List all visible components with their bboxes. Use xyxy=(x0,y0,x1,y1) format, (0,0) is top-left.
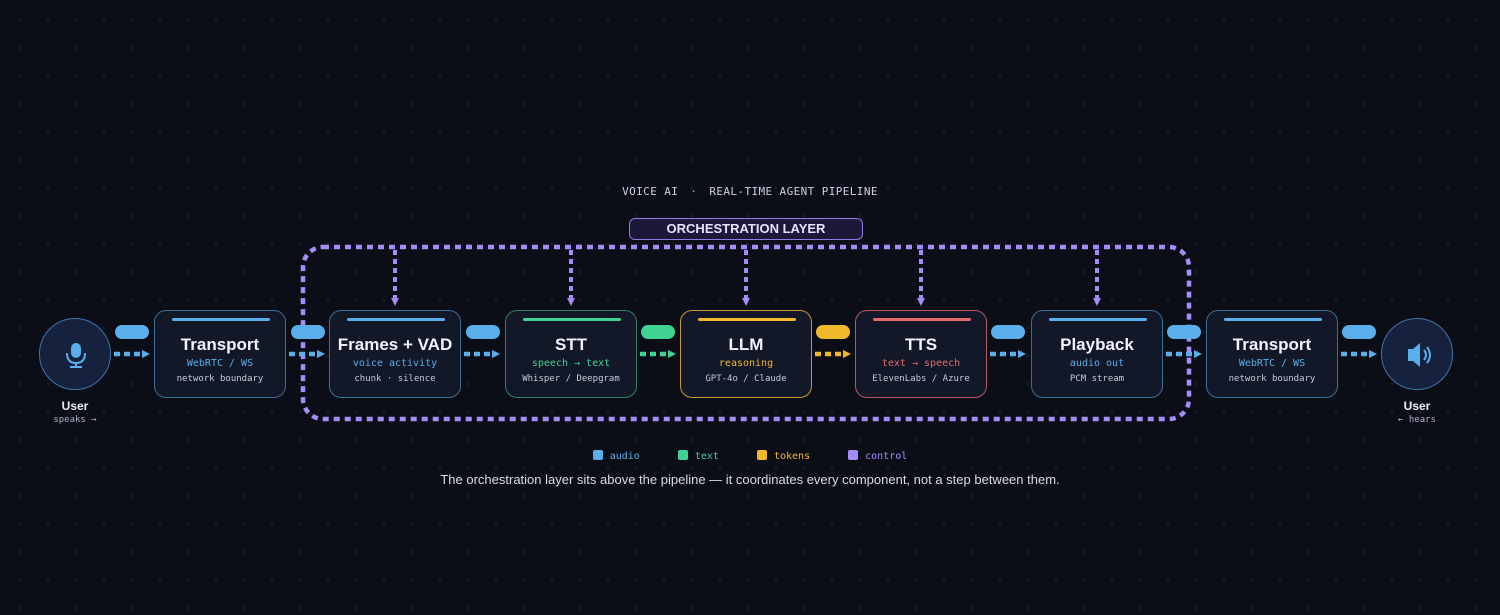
node-subtitle: WebRTC / WS xyxy=(1238,358,1306,369)
diagram-header: VOICE AI · REAL-TIME AGENT PIPELINE xyxy=(0,185,1500,198)
node-detail: PCM stream xyxy=(1069,374,1125,384)
connector-pill-audio xyxy=(115,325,149,339)
node-transport-out: Transport WebRTC / WS network boundary xyxy=(1206,310,1338,398)
user-right-sub: ← hears xyxy=(1398,415,1436,425)
legend-item-tokens: tokens xyxy=(756,450,811,462)
user-right-label: User xyxy=(1403,399,1431,413)
connector-pill-audio xyxy=(291,325,325,339)
legend-label: tokens xyxy=(773,451,811,462)
connector-pill-audio xyxy=(1167,325,1201,339)
user-right-circle xyxy=(1381,318,1453,390)
node-llm: LLM reasoning GPT-4o / Claude xyxy=(680,310,812,398)
node-detail: ElevenLabs / Azure xyxy=(872,374,970,384)
node-accent-bar xyxy=(1224,318,1322,321)
node-accent-bar xyxy=(347,318,445,321)
legend-swatch xyxy=(756,450,767,460)
node-detail: GPT-4o / Claude xyxy=(705,374,787,384)
user-left-sub: speaks → xyxy=(53,415,97,425)
node-title: Transport xyxy=(1232,335,1312,354)
node-accent-bar xyxy=(873,318,971,321)
connector-pill-text xyxy=(641,325,675,339)
legend-item-control: control xyxy=(848,450,907,462)
legend-swatch xyxy=(848,450,859,460)
connector-pill-audio xyxy=(1342,325,1376,339)
node-subtitle: reasoning xyxy=(718,358,774,369)
caption: The orchestration layer sits above the p… xyxy=(440,472,1060,487)
node-transport-in: Transport WebRTC / WS network boundary xyxy=(154,310,286,398)
node-title: Playback xyxy=(1060,335,1134,354)
node-stt: STT speech → text Whisper / Deepgram xyxy=(505,310,637,398)
node-title: STT xyxy=(554,335,588,354)
legend-swatch xyxy=(677,450,688,460)
header-separator: · xyxy=(690,185,698,198)
node-subtitle: speech → text xyxy=(531,358,611,369)
node-title: LLM xyxy=(728,335,764,354)
header-right: REAL-TIME AGENT PIPELINE xyxy=(709,185,878,198)
node-title: Transport xyxy=(180,335,260,354)
node-detail: Whisper / Deepgram xyxy=(522,374,620,384)
legend-label: audio xyxy=(609,451,640,462)
node-accent-bar xyxy=(698,318,796,321)
legend: audio text tokens control xyxy=(0,450,1500,462)
orchestration-layer-label: ORCHESTRATION LAYER xyxy=(629,218,863,240)
node-detail: network boundary xyxy=(176,374,264,384)
node-accent-bar xyxy=(523,318,621,321)
node-detail: chunk · silence xyxy=(354,374,436,384)
legend-item-text: text xyxy=(677,450,719,462)
user-left-circle xyxy=(39,318,111,390)
header-left: VOICE AI xyxy=(622,185,679,198)
node-subtitle: voice activity xyxy=(352,358,438,369)
node-accent-bar xyxy=(172,318,270,321)
connector-pill-audio xyxy=(466,325,500,339)
node-title: TTS xyxy=(904,335,938,354)
connector-pill-tokens xyxy=(816,325,850,339)
node-detail: network boundary xyxy=(1228,374,1316,384)
node-accent-bar xyxy=(1049,318,1147,321)
node-subtitle: text → speech xyxy=(881,358,961,369)
node-frames-vad: Frames + VAD voice activity chunk · sile… xyxy=(329,310,461,398)
node-subtitle: audio out xyxy=(1069,358,1125,369)
microphone-icon xyxy=(66,343,86,368)
speaker-icon xyxy=(1408,343,1431,367)
node-tts: TTS text → speech ElevenLabs / Azure xyxy=(855,310,987,398)
legend-item-audio: audio xyxy=(592,450,640,462)
connector-pill-audio xyxy=(991,325,1025,339)
user-left-label: User xyxy=(61,399,89,413)
legend-swatch xyxy=(592,450,603,460)
node-playback: Playback audio out PCM stream xyxy=(1031,310,1163,398)
node-subtitle: WebRTC / WS xyxy=(186,358,254,369)
legend-label: control xyxy=(865,451,908,462)
node-title: Frames + VAD xyxy=(337,335,453,354)
legend-label: text xyxy=(694,451,719,462)
